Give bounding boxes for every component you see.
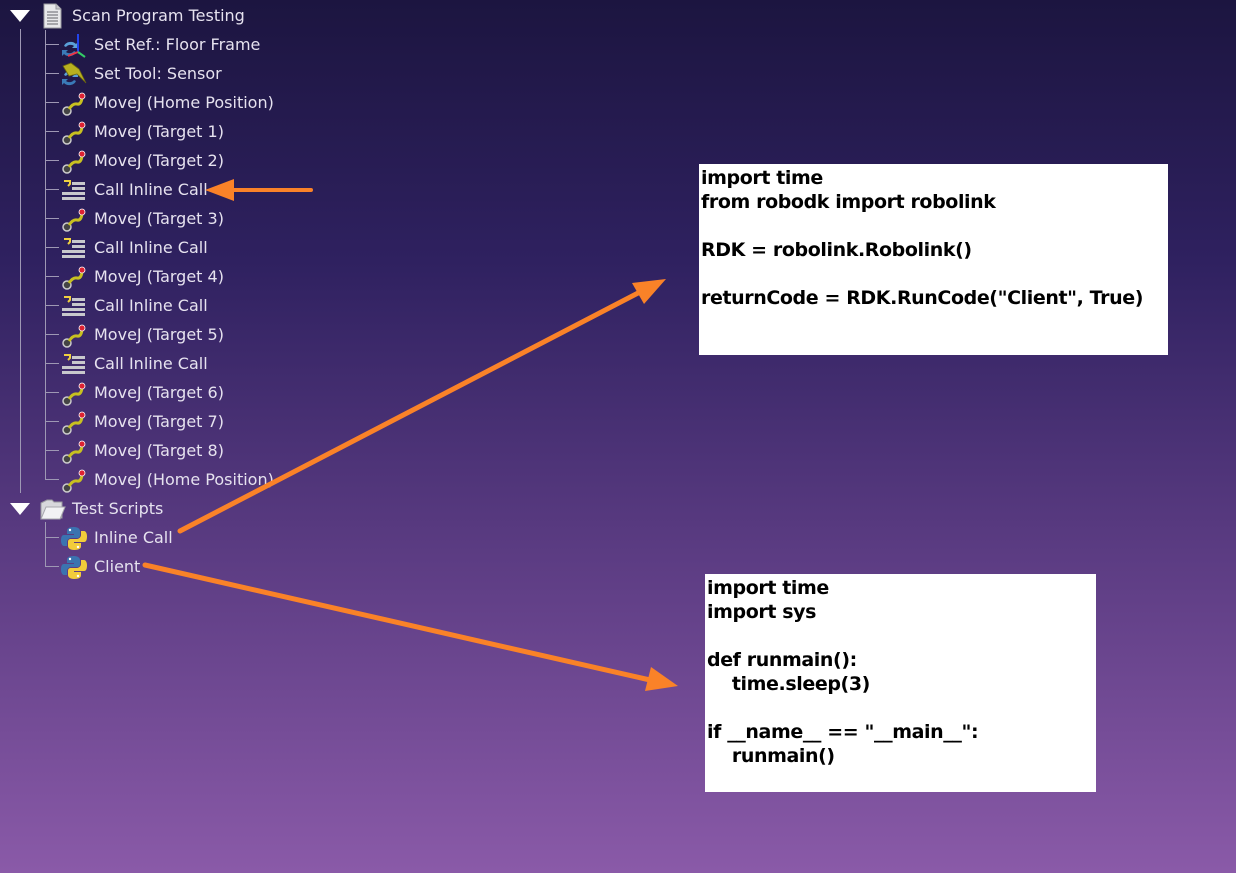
python-icon — [61, 526, 87, 550]
expand-arrow-icon[interactable] — [10, 9, 30, 22]
tree-connector — [45, 479, 59, 480]
tree-node-program-item[interactable]: Call Inline Call — [60, 233, 208, 262]
tree-connector — [45, 421, 59, 422]
tree-node-program-item[interactable]: MoveJ (Target 8) — [60, 436, 224, 465]
call-program-icon — [62, 179, 85, 200]
tree-connector — [45, 450, 59, 451]
python-icon — [61, 555, 87, 579]
arrow-to-call-inline — [205, 179, 313, 201]
tree-node-label: Test Scripts — [72, 499, 164, 518]
tree-node-label: MoveJ (Target 3) — [94, 209, 224, 228]
tree-node-label: Call Inline Call — [94, 354, 208, 373]
tree-node-label: Call Inline Call — [94, 238, 208, 257]
tree-node-program-item[interactable]: MoveJ (Target 4) — [60, 262, 224, 291]
tree-connector — [45, 305, 59, 306]
expand-arrow-icon[interactable] — [10, 502, 30, 515]
tree-node-program-item[interactable]: MoveJ (Target 5) — [60, 320, 224, 349]
tree-connector — [45, 334, 59, 335]
tree-node-label: MoveJ (Target 7) — [94, 412, 224, 431]
tree-connector — [45, 522, 46, 567]
tree-node-label: Set Tool: Sensor — [94, 64, 222, 83]
tree-node-label: MoveJ (Target 5) — [94, 325, 224, 344]
tree-connector — [45, 73, 59, 74]
tree-connector — [20, 29, 21, 493]
tree-node-label: MoveJ (Target 1) — [94, 122, 224, 141]
folder-icon — [40, 499, 66, 519]
arrow-client-to-code — [142, 562, 678, 691]
tree-node-label: MoveJ (Home Position) — [94, 470, 274, 489]
tree-node-label: Client — [94, 557, 141, 576]
client-code-box: import time import sys def runmain(): ti… — [705, 574, 1096, 792]
tree-connector — [45, 566, 59, 567]
tree-node-script[interactable]: Inline Call — [60, 523, 173, 552]
tree-node-scripts-folder[interactable]: Test Scripts — [10, 494, 163, 523]
call-program-icon — [62, 295, 85, 316]
movej-icon — [62, 121, 86, 145]
call-program-icon — [62, 353, 85, 374]
set-tool-icon — [62, 62, 87, 85]
tree-connector — [45, 247, 59, 248]
tree-node-program-item[interactable]: Set Ref.: Floor Frame — [60, 30, 260, 59]
movej-icon — [62, 382, 86, 406]
tree-connector — [45, 44, 59, 45]
tree-node-label: Call Inline Call — [94, 296, 208, 315]
tree-node-program-item[interactable]: MoveJ (Target 7) — [60, 407, 224, 436]
tree-node-label: MoveJ (Target 6) — [94, 383, 224, 402]
tree-connector — [45, 131, 59, 132]
tree-node-label: Inline Call — [94, 528, 173, 547]
tree-connector — [45, 30, 46, 479]
movej-icon — [62, 150, 86, 174]
movej-icon — [62, 440, 86, 464]
tree-node-label: MoveJ (Target 2) — [94, 151, 224, 170]
set-reference-icon — [62, 33, 86, 58]
tree-node-program-item[interactable]: MoveJ (Target 6) — [60, 378, 224, 407]
tree-node-program-item[interactable]: MoveJ (Home Position) — [60, 88, 274, 117]
tree-connector — [45, 189, 59, 190]
tree-node-program-item[interactable]: Set Tool: Sensor — [60, 59, 222, 88]
tree-node-label: MoveJ (Home Position) — [94, 93, 274, 112]
tree-node-program-item[interactable]: Call Inline Call — [60, 291, 208, 320]
movej-icon — [62, 266, 86, 290]
movej-icon — [62, 411, 86, 435]
tree-node-program-item[interactable]: MoveJ (Home Position) — [60, 465, 274, 494]
tree-node-program-item[interactable]: MoveJ (Target 3) — [60, 204, 224, 233]
movej-icon — [62, 92, 86, 116]
tree-connector — [45, 218, 59, 219]
call-program-icon — [62, 237, 85, 258]
tree-node-program-item[interactable]: Call Inline Call — [60, 175, 208, 204]
tree-connector — [45, 363, 59, 364]
tree-node-label: Set Ref.: Floor Frame — [94, 35, 261, 54]
tree-node-label: Call Inline Call — [94, 180, 208, 199]
tree-node-program[interactable]: Scan Program Testing — [10, 1, 245, 30]
inline-call-code-box: import time from robodk import robolink … — [699, 164, 1168, 355]
tree-connector — [45, 276, 59, 277]
movej-icon — [62, 469, 86, 493]
tree-node-program-item[interactable]: MoveJ (Target 2) — [60, 146, 224, 175]
tree-node-label: MoveJ (Target 8) — [94, 441, 224, 460]
movej-icon — [62, 324, 86, 348]
tree-node-label: MoveJ (Target 4) — [94, 267, 224, 286]
tree-node-script[interactable]: Client — [60, 552, 140, 581]
movej-icon — [62, 208, 86, 232]
tree-node-label: Scan Program Testing — [72, 6, 245, 25]
tree-node-program-item[interactable]: MoveJ (Target 1) — [60, 117, 224, 146]
tree-connector — [45, 160, 59, 161]
tree-connector — [45, 392, 59, 393]
tree-connector — [45, 537, 59, 538]
tree-connector — [45, 102, 59, 103]
document-icon — [43, 3, 62, 28]
tree-node-program-item[interactable]: Call Inline Call — [60, 349, 208, 378]
